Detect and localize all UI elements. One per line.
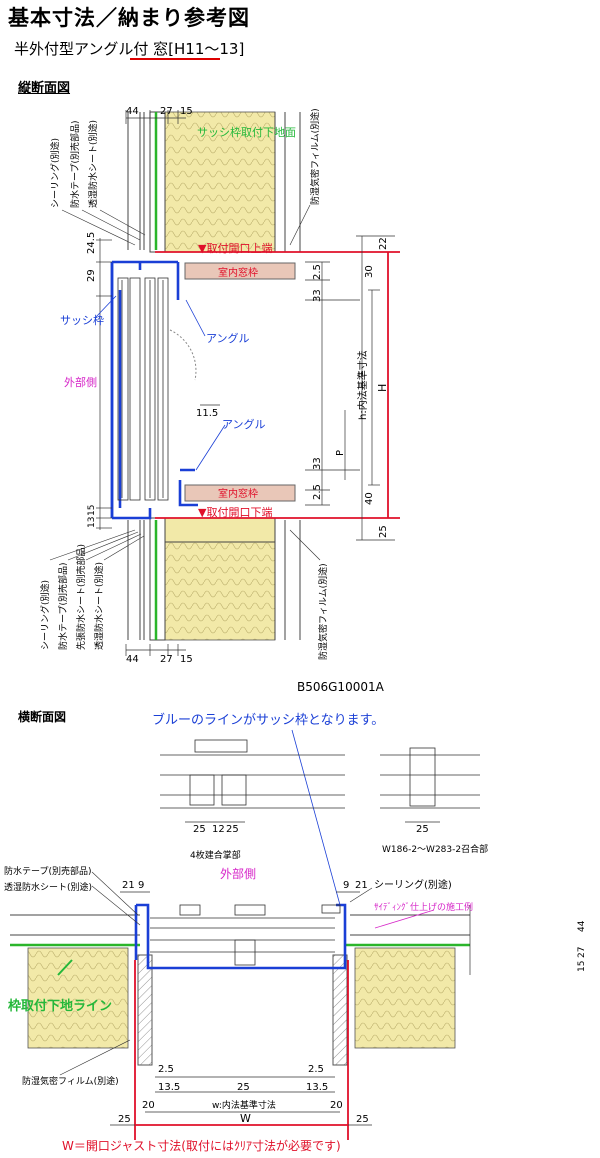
right-dim-33-top: 33 [312, 289, 323, 302]
bottom-note-pre-sheet: 先張防水シート(別売部品) [75, 544, 87, 650]
detail-a-dim-25-left: 25 [193, 824, 206, 835]
left-dim-9: 9 [138, 880, 144, 891]
top-wall-insulation [164, 111, 276, 253]
opening-bottom-label: ▼取付開口下端 [198, 506, 272, 519]
opening-top-label: ▼取付開口上端 [198, 242, 272, 255]
bottom-dim-13-5-right: 13.5 [306, 1082, 328, 1093]
bottom-dim-44: 44 [126, 654, 139, 665]
bottom-dim-15: 15 [180, 654, 193, 665]
detail-meeting-4-panel [160, 739, 345, 823]
bottom-dim-25-center: 25 [237, 1082, 250, 1093]
h-inner-label: h:内法基準寸法 [356, 350, 369, 420]
top-note-waterproof-tape: 防水テープ(別売部品) [69, 121, 81, 208]
w-inner-label: w:内法基準寸法 [212, 1099, 276, 1111]
top-stud [149, 111, 166, 253]
right-wall-insulation [354, 947, 456, 1049]
note-waterproof-tape: 防水テープ(別売部品) [4, 865, 91, 877]
right-jamb-board [332, 954, 348, 1066]
frame-base-line-label: 枠取付下地ライン [8, 998, 112, 1014]
right-dim-22: 22 [378, 237, 389, 250]
top-dim-15: 15 [180, 106, 193, 117]
detail-b-caption: W186-2～W283-2召合部 [382, 843, 488, 855]
right-dim-21: 21 [355, 880, 368, 891]
page-title: 基本寸法／納まり参考図 [8, 6, 250, 30]
indoor-frame-top [184, 262, 296, 280]
bottom-stud [149, 517, 166, 641]
side-dim-15: 15 [577, 961, 587, 972]
left-dim-29: 29 [86, 269, 97, 282]
side-dim-27: 27 [577, 947, 587, 958]
vertical-section: 44 27 15 44 27 15 24.5 29 13 15 22 30 2.… [39, 106, 400, 665]
sash-base-surface-label: サッシ枠取付下地面 [197, 125, 296, 139]
side-dim-44: 44 [577, 920, 587, 932]
top-dim-44: 44 [126, 106, 139, 117]
horizontal-section-heading: 横断面図 [18, 710, 67, 724]
indoor-frame-bottom [184, 484, 296, 502]
bottom-wall-insulation [164, 539, 276, 641]
bottom-dim-27: 27 [160, 654, 173, 665]
right-dim-2-5-bottom: 2.5 [312, 484, 323, 500]
left-dim-15: 15 [87, 505, 97, 516]
top-note-sealing: シーリング(別途) [49, 138, 61, 208]
top-note-vapor-film: 防湿気密フィルム(別途) [309, 108, 321, 205]
detail-meeting-2-panel [380, 747, 480, 823]
right-dim-33-bottom: 33 [312, 457, 323, 470]
bottom-dim-2-5-left: 2.5 [158, 1064, 174, 1075]
edge-dim-25-right: 25 [356, 1114, 369, 1125]
siding-note: ｻｲﾃﾞｨﾝｸﾞ仕上げの施工例 [374, 901, 473, 913]
top-note-breathable-sheet: 透湿防水シート(別途) [87, 120, 99, 208]
h-label: H [376, 384, 389, 392]
angle-upper-label: アングル [206, 331, 250, 345]
vertical-section-heading: 縦断面図 [18, 81, 71, 96]
left-dim-24-5: 24.5 [86, 232, 97, 254]
note-breathable-sheet: 透湿防水シート(別途) [4, 881, 92, 893]
indoor-frame-top-label: 室内窓枠 [218, 266, 258, 279]
bottom-sill-block [154, 517, 276, 543]
blue-line-note: ブルーのラインがサッシ枠となります。 [152, 712, 384, 728]
detail-a-dim-12: 12 [212, 824, 225, 835]
p-label: P [335, 450, 346, 456]
page-subtitle: 半外付型アングル付 窓[H11～13] [14, 40, 245, 58]
vapor-film-note: 防湿気密フィルム(別途) [22, 1075, 119, 1087]
exterior-side-horizontal: 外部側 [220, 866, 256, 881]
right-dim-30: 30 [364, 265, 375, 278]
top-dim-27: 27 [160, 106, 173, 117]
right-dim-9: 9 [343, 880, 349, 891]
exterior-side-label: 外部側 [64, 375, 97, 389]
right-dim-40: 40 [364, 492, 375, 505]
w-label: W [240, 1112, 251, 1125]
left-dim-13: 13 [87, 517, 97, 528]
bottom-dim-13-5-left: 13.5 [158, 1082, 180, 1093]
horizontal-sash-frame [134, 903, 347, 970]
detail-b-dim-25: 25 [416, 824, 429, 835]
right-dim-2-5-top: 2.5 [312, 264, 323, 280]
mid-dim-11-5: 11.5 [196, 408, 218, 419]
angle-lower-label: アングル [222, 417, 266, 431]
bottom-note-sealing: シーリング(別途) [39, 580, 51, 650]
left-dim-21: 21 [122, 880, 135, 891]
bottom-note-vapor-film: 防湿気密フィルム(別途) [317, 563, 329, 660]
side-dim-20-right: 20 [330, 1100, 343, 1111]
detail-a-caption: 4枚建合掌部 [190, 849, 241, 861]
subtitle-underline [130, 58, 220, 60]
edge-dim-25-left: 25 [118, 1114, 131, 1125]
horizontal-section: ブルーのラインがサッシ枠となります。 25 12 25 4枚建合掌部 25 W1… [4, 712, 587, 1153]
side-dim-20-left: 20 [142, 1100, 155, 1111]
note-sealing: シーリング(別途) [374, 878, 452, 891]
sash-frame-label: サッシ枠 [60, 313, 104, 327]
drawing-code: B506G10001A [297, 680, 384, 694]
detail-a-dim-25-right: 25 [226, 824, 239, 835]
indoor-frame-bottom-label: 室内窓枠 [218, 487, 258, 500]
w-footer-note: W＝開口ジャスト寸法(取付にはｸﾘｱ寸法が必要です) [62, 1138, 341, 1153]
bottom-dim-2-5-right: 2.5 [308, 1064, 324, 1075]
right-dim-25: 25 [378, 525, 389, 538]
left-wall-insulation [27, 947, 129, 1049]
bottom-note-waterproof-tape: 防水テープ(別売部品) [57, 563, 69, 650]
bottom-note-breathable-sheet: 透湿防水シート(別途) [93, 562, 105, 650]
left-jamb-board [137, 954, 153, 1066]
